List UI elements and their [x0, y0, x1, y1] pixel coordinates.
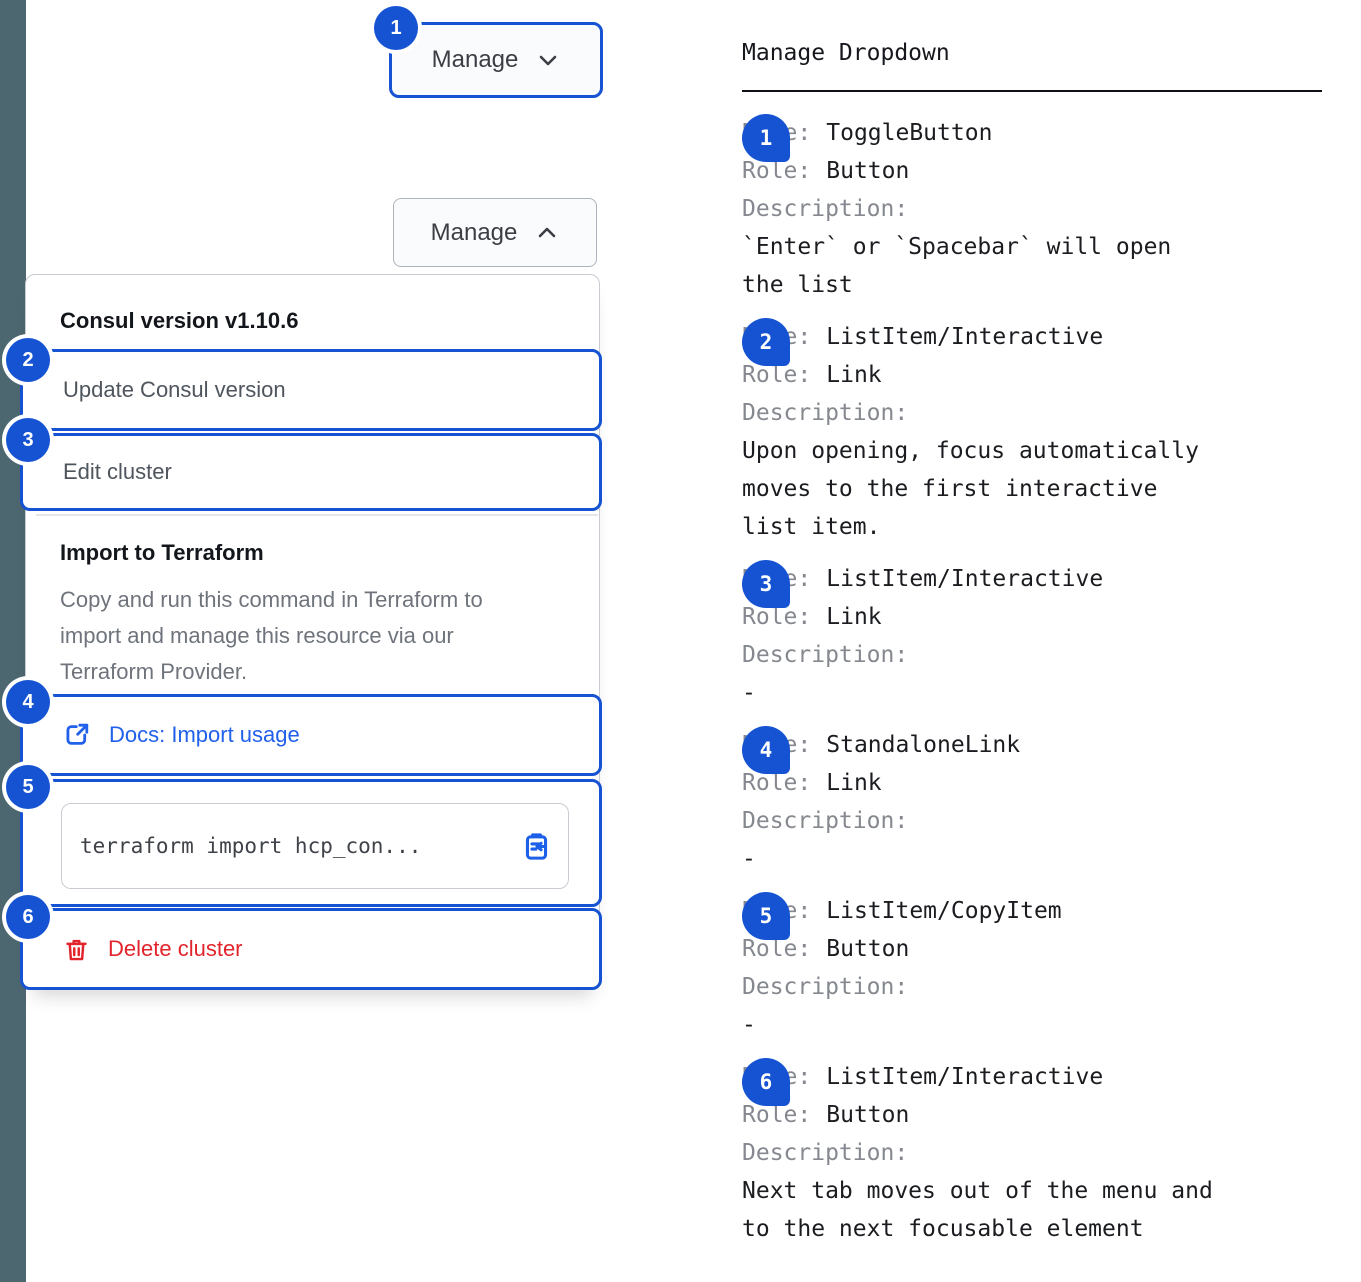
description-value: - — [742, 1012, 756, 1038]
doc-entry: 6 Name:ListItem/Interactive Role: Button … — [742, 1058, 1322, 1248]
manage-toggle-label: Manage — [430, 218, 518, 246]
menu-item-update-consul-version[interactable]: Update Consul version — [20, 349, 602, 431]
description-label: Description: — [742, 400, 909, 426]
doc-entry-role-line: Role: Button — [742, 152, 1224, 190]
description-label: Description: — [742, 196, 909, 222]
sidebar-strip — [0, 0, 26, 1282]
copy-to-clipboard-icon[interactable] — [521, 831, 552, 862]
copy-snippet-item[interactable]: terraform import hcp_con... — [20, 779, 602, 907]
chevron-down-icon — [536, 48, 560, 72]
doc-entry-text: Name:ListItem/Interactive Role: Button De… — [742, 1058, 1224, 1248]
role-label: Role: — [742, 604, 812, 630]
description-value: - — [742, 846, 756, 872]
doc-entry-name-line: Name:StandaloneLink — [742, 726, 1224, 764]
name-value: ListItem/CopyItem — [826, 898, 1062, 924]
doc-entry-badge: 6 — [742, 1058, 790, 1106]
annotation-badge-5: 5 — [6, 765, 50, 809]
doc-entry-text: Name:ListItem/Interactive Role: Link Desc… — [742, 560, 1224, 712]
doc-entry-name-line: Name:ListItem/Interactive — [742, 318, 1224, 356]
doc-entry-text: Name:ListItem/CopyItem Role: Button Descr… — [742, 892, 1224, 1044]
doc-entry-role-line: Role: Button — [742, 1096, 1224, 1134]
menu-item-label: Edit cluster — [63, 459, 172, 484]
doc-entry-role-line: Role: Button — [742, 930, 1224, 968]
doc-entry-badge: 5 — [742, 892, 790, 940]
docs-import-usage-link[interactable]: Docs: Import usage — [20, 694, 602, 776]
annotation-badge-6: 6 — [6, 895, 50, 939]
annotation-badge-4: 4 — [6, 680, 50, 724]
doc-entry-role-line: Role: Link — [742, 764, 1224, 802]
doc-panel-title: Manage Dropdown — [742, 40, 950, 66]
name-value: ToggleButton — [826, 120, 993, 146]
consul-version-title: Consul version v1.10.6 — [60, 308, 299, 333]
name-value: StandaloneLink — [826, 732, 1021, 758]
description-value: Next tab moves out of the menu and to th… — [742, 1178, 1213, 1242]
menu-item-label: Update Consul version — [63, 377, 286, 402]
role-label: Role: — [742, 362, 812, 388]
doc-entry-name-line: Name:ListItem/CopyItem — [742, 892, 1224, 930]
description-value: - — [742, 680, 756, 706]
description-label: Description: — [742, 808, 909, 834]
name-value: ListItem/Interactive — [826, 1064, 1104, 1090]
doc-entry: 2 Name:ListItem/Interactive Role: Link De… — [742, 318, 1322, 546]
terraform-command-field[interactable]: terraform import hcp_con... — [61, 803, 569, 889]
annotation-badge-1: 1 — [374, 6, 418, 50]
description-label: Description: — [742, 1140, 909, 1166]
annotation-badge-3: 3 — [6, 418, 50, 462]
doc-entry-name-line: Name:ListItem/Interactive — [742, 1058, 1224, 1096]
menu-item-delete-cluster[interactable]: Delete cluster — [20, 908, 602, 990]
external-link-icon — [63, 721, 91, 749]
manage-toggle-label: Manage — [431, 46, 519, 73]
doc-entry-badge: 4 — [742, 726, 790, 774]
annotation-badge-2: 2 — [6, 338, 50, 382]
role-value: Button — [826, 1102, 910, 1128]
doc-entry-badge: 1 — [742, 114, 790, 162]
role-value: Link — [826, 770, 882, 796]
description-label: Description: — [742, 642, 909, 668]
delete-cluster-label: Delete cluster — [108, 936, 243, 961]
doc-entry: 4 Name:StandaloneLink Role: Link Descript… — [742, 726, 1322, 878]
role-label: Role: — [742, 770, 812, 796]
description-label: Description: — [742, 974, 909, 1000]
terraform-command-text: terraform import hcp_con... — [80, 834, 422, 858]
manage-toggle-button-open[interactable]: Manage — [393, 198, 597, 267]
import-terraform-title: Import to Terraform — [60, 540, 264, 565]
doc-entries: 1 Name:ToggleButton Role: Button Descript… — [742, 114, 1322, 1248]
role-label: Role: — [742, 936, 812, 962]
role-value: Link — [826, 362, 882, 388]
description-value: Upon opening, focus automatically moves … — [742, 438, 1199, 540]
menu-separator — [36, 514, 598, 516]
role-label: Role: — [742, 1102, 812, 1128]
doc-entry-role-line: Role: Link — [742, 356, 1224, 394]
doc-entry-text: Name:ToggleButton Role: Button Descriptio… — [742, 114, 1224, 304]
role-value: Button — [826, 936, 910, 962]
role-value: Link — [826, 604, 882, 630]
trash-icon — [63, 936, 90, 963]
doc-entry-text: Name:ListItem/Interactive Role: Link Desc… — [742, 318, 1224, 546]
name-value: ListItem/Interactive — [826, 324, 1104, 350]
chevron-up-icon — [535, 221, 559, 245]
doc-entry-name-line: Name:ToggleButton — [742, 114, 1224, 152]
manage-toggle-button[interactable]: Manage — [389, 22, 603, 98]
doc-entry-badge: 2 — [742, 318, 790, 366]
description-value: `Enter` or `Spacebar` will open the list — [742, 234, 1172, 298]
role-label: Role: — [742, 158, 812, 184]
doc-entry-name-line: Name:ListItem/Interactive — [742, 560, 1224, 598]
import-terraform-description: Copy and run this command in Terraform t… — [60, 587, 483, 684]
menu-item-edit-cluster[interactable]: Edit cluster — [20, 433, 602, 511]
doc-entry: 5 Name:ListItem/CopyItem Role: Button Des… — [742, 892, 1322, 1044]
doc-entry: 1 Name:ToggleButton Role: Button Descript… — [742, 114, 1322, 304]
documentation-panel: Manage Dropdown 1 Name:ToggleButton Role… — [742, 40, 1322, 1248]
doc-entry-text: Name:StandaloneLink Role: Link Descriptio… — [742, 726, 1224, 878]
doc-entry-badge: 3 — [742, 560, 790, 608]
doc-entry: 3 Name:ListItem/Interactive Role: Link De… — [742, 560, 1322, 712]
docs-link-label: Docs: Import usage — [109, 722, 300, 747]
doc-panel-rule — [742, 90, 1322, 92]
name-value: ListItem/Interactive — [826, 566, 1104, 592]
doc-entry-role-line: Role: Link — [742, 598, 1224, 636]
role-value: Button — [826, 158, 910, 184]
